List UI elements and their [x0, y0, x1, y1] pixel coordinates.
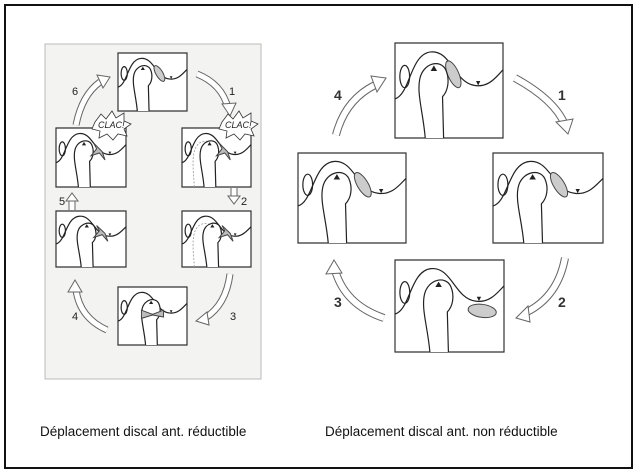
left-step-1: 1 — [229, 86, 235, 98]
eminence-marker — [233, 233, 237, 237]
arrow-right-4 — [332, 75, 387, 137]
left-step-5: 5 — [59, 196, 65, 208]
arrow-left-1 — [195, 70, 237, 118]
condyle-marker — [84, 224, 89, 228]
eminence-marker — [108, 151, 112, 155]
arrow-right-2 — [515, 257, 569, 323]
eminence-marker — [476, 296, 482, 302]
right-panel-3 — [395, 260, 504, 352]
right-panel-2 — [493, 153, 603, 243]
condyle-marker — [529, 174, 536, 180]
clac-text-right: CLAC! — [225, 120, 252, 130]
mandibular-condyle — [419, 64, 448, 138]
clac-burst-left: CLAC! — [91, 110, 132, 141]
arrow-left-4 — [67, 279, 109, 334]
eminence-marker — [575, 189, 580, 194]
condyle-marker — [149, 300, 154, 305]
condyle-marker — [140, 66, 145, 71]
eminence-marker — [379, 189, 384, 194]
right-step-3: 3 — [334, 294, 342, 310]
arrow-left-5 — [65, 192, 79, 210]
left-panel-2 — [182, 128, 251, 187]
arrow-right-1 — [513, 74, 574, 135]
left-step-2: 2 — [241, 196, 247, 208]
arrow-right-3 — [325, 259, 386, 322]
right-panel-1 — [395, 43, 503, 138]
eminence-marker — [233, 151, 237, 155]
mandibular-condyle — [322, 173, 351, 243]
articular-disc — [94, 225, 108, 241]
articular-disc — [442, 59, 464, 90]
left-step-6: 6 — [72, 86, 78, 98]
mandibular-condyle — [133, 66, 152, 111]
condyle-marker — [435, 281, 442, 288]
mandibular-condyle — [77, 223, 96, 267]
left-panel-3 — [182, 211, 251, 267]
figure-frame — [4, 4, 633, 469]
mandibular-condyle — [424, 280, 453, 352]
mandibular-condyle — [74, 141, 93, 187]
left-panel-1 — [118, 53, 187, 111]
articular-disc — [217, 143, 231, 160]
eminence-marker — [169, 76, 173, 79]
arrow-left-2 — [227, 188, 241, 205]
right-step-4: 4 — [334, 87, 342, 103]
eminence-marker — [476, 81, 481, 86]
left-step-3: 3 — [230, 311, 236, 323]
glenoid-fossa — [298, 161, 406, 206]
articular-disc — [152, 64, 167, 83]
condyle-marker — [333, 174, 341, 180]
articular-disc — [91, 143, 105, 160]
right-step-2: 2 — [558, 294, 566, 310]
articular-disc — [467, 302, 497, 319]
caption-reducible: Déplacement discal ant. réductible — [40, 424, 247, 439]
articular-disc — [141, 310, 163, 318]
left-panel-5 — [56, 211, 126, 267]
condyle-marker — [207, 141, 212, 146]
mandibular-condyle — [517, 173, 547, 243]
glenoid-fossa — [182, 133, 251, 162]
glenoid-fossa — [395, 269, 504, 315]
condyle-marker — [430, 65, 438, 71]
clac-text-left: CLAC! — [98, 120, 125, 130]
articular-disc — [219, 225, 233, 241]
right-step-1: 1 — [558, 87, 566, 103]
left-step-4: 4 — [72, 311, 78, 323]
articular-disc — [547, 170, 571, 199]
articular-disc — [351, 170, 374, 199]
eminence-marker — [169, 310, 173, 313]
eminence-marker — [108, 233, 112, 237]
mandibular-condyle — [203, 223, 222, 267]
arrow-left-6 — [72, 74, 111, 126]
condyle-marker — [81, 141, 87, 146]
right-panel-4 — [298, 153, 406, 243]
condyle-marker — [210, 224, 215, 228]
mandibular-condyle — [200, 141, 219, 187]
arrow-left-3 — [194, 273, 234, 326]
caption-non-reducible: Déplacement discal ant. non réductible — [325, 424, 558, 439]
clac-burst-right: CLAC! — [218, 110, 259, 141]
glenoid-fossa — [493, 161, 603, 206]
left-panel-4 — [118, 287, 187, 345]
glenoid-fossa — [56, 133, 126, 162]
